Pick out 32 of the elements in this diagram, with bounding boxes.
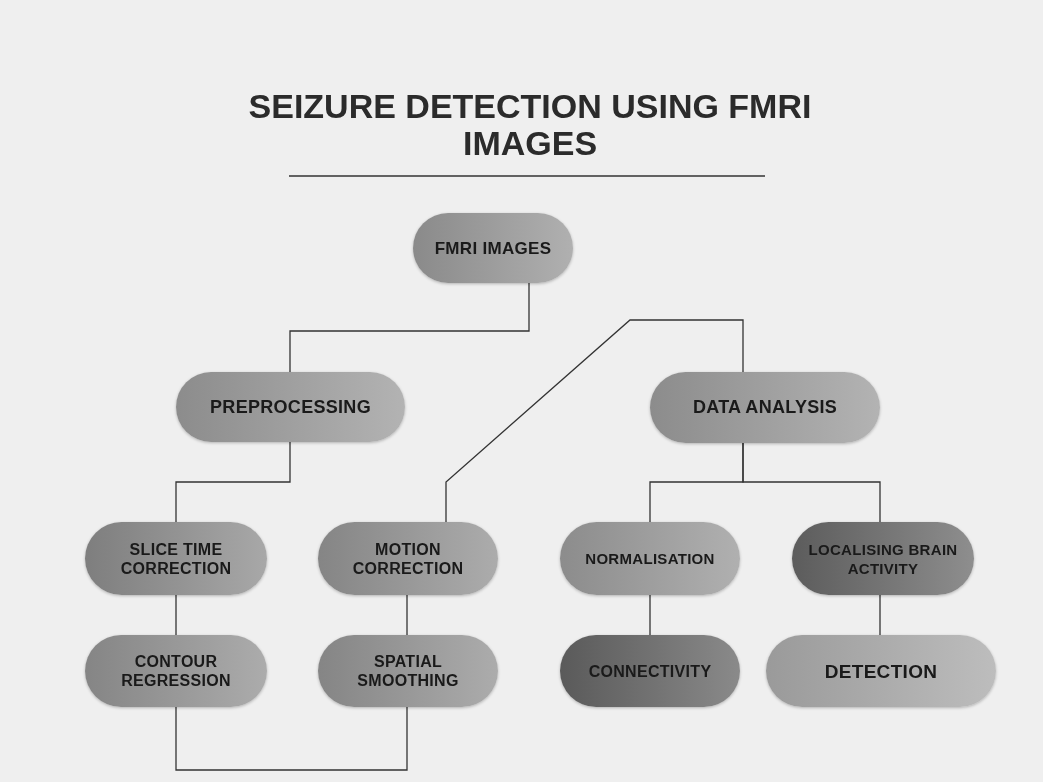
process-pill <box>766 635 996 707</box>
process-pill <box>413 213 573 283</box>
connector-line <box>175 706 408 771</box>
process-pill <box>85 635 267 707</box>
connector-line <box>175 594 177 636</box>
process-pill <box>650 372 880 443</box>
process-pill <box>560 522 740 595</box>
node-label: PREPROCESSING <box>210 397 371 417</box>
connector-line <box>406 594 408 636</box>
node-label: CONNECTIVITY <box>588 661 712 681</box>
connector-line <box>175 441 291 523</box>
node-label: FMRI IMAGES <box>434 238 552 258</box>
process-pill <box>318 635 498 707</box>
node-label: SPATIAL SMOOTHING <box>356 652 460 690</box>
process-pill <box>792 522 974 595</box>
process-pill <box>318 522 498 595</box>
process-pill <box>176 372 405 442</box>
process-pill <box>560 635 740 707</box>
title: SEIZURE DETECTION USING FMRI IMAGES <box>247 88 813 162</box>
node-label: LOCALISING BRAIN ACTIVITY <box>808 539 958 578</box>
node-label: SLICE TIME CORRECTION <box>119 539 233 578</box>
connector-line <box>289 282 530 373</box>
node-label: CONTOUR REGRESSION <box>120 652 232 690</box>
connector-line <box>445 319 744 523</box>
connector-line <box>649 594 651 636</box>
node-label: MOTION CORRECTION <box>351 539 465 578</box>
node-label: DATA ANALYSIS <box>692 398 838 417</box>
node-label: NORMALISATION <box>585 549 715 568</box>
connector-line <box>879 594 881 636</box>
connector-line <box>742 442 881 523</box>
node-label: DETECTION <box>824 661 938 681</box>
process-pill <box>85 522 267 595</box>
